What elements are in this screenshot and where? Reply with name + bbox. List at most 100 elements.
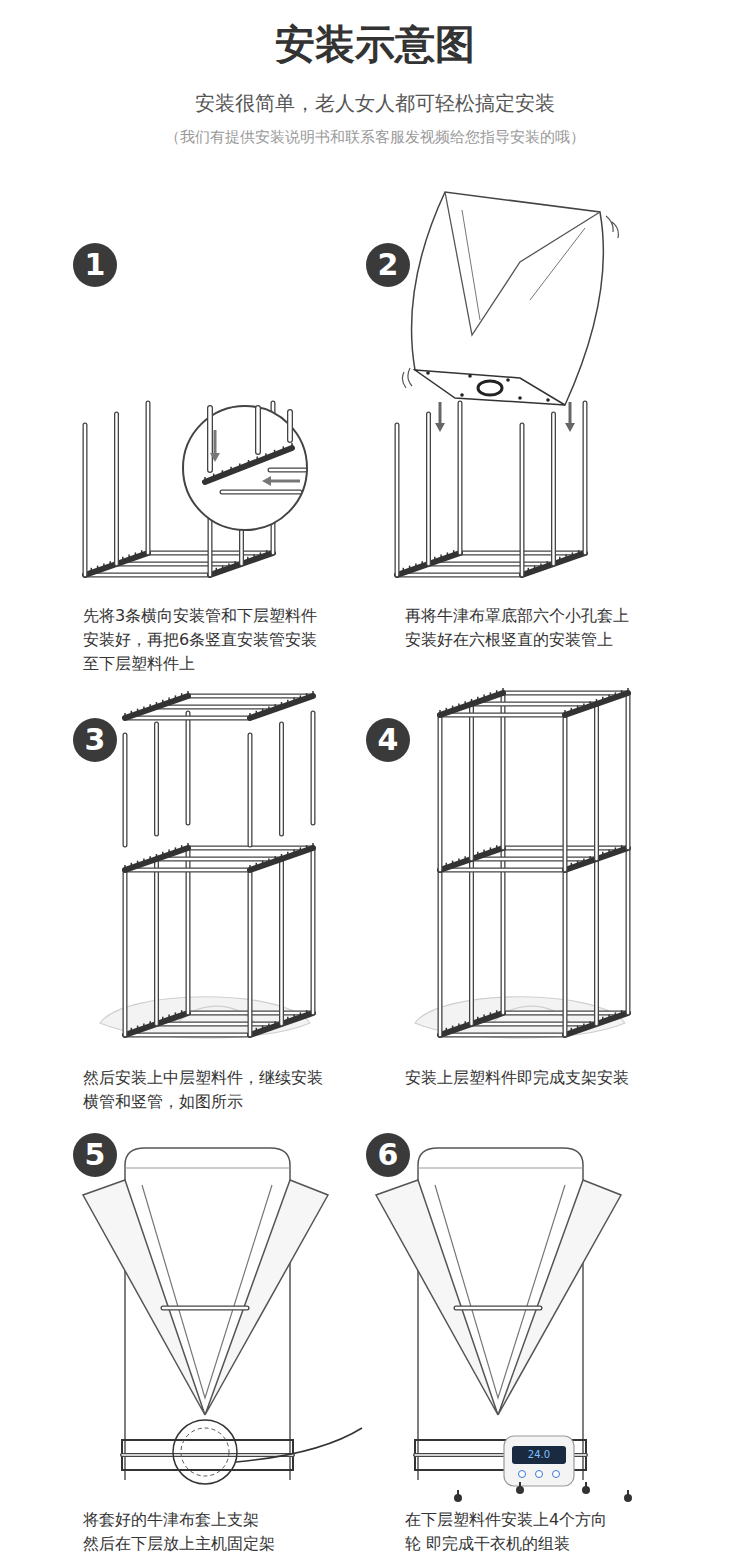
tube-fill <box>187 848 189 1013</box>
base-cloth <box>415 997 625 1038</box>
rail-tooth <box>589 1021 591 1025</box>
tube-fill <box>147 403 149 553</box>
step-badge: 4 <box>366 718 410 762</box>
step-badge: 3 <box>73 718 117 762</box>
rail-tooth <box>268 1023 270 1027</box>
rail-tooth <box>230 467 232 471</box>
rail-tooth <box>490 847 492 851</box>
tube-outline <box>438 870 443 1035</box>
step-number: 6 <box>366 1133 410 1177</box>
tube-fill <box>157 1023 282 1025</box>
step-3-figure <box>100 691 313 1038</box>
tube-outline <box>207 408 213 470</box>
rail-tooth <box>187 843 189 847</box>
cover-seam <box>418 1168 583 1169</box>
tube-outline <box>122 1453 293 1457</box>
rail-tooth <box>222 566 224 570</box>
rail-tooth <box>464 1021 466 1025</box>
arrow-head <box>565 423 575 432</box>
tube-outline <box>563 870 568 1035</box>
rail-tooth <box>571 708 573 712</box>
step-number: 5 <box>73 1133 117 1177</box>
rail-tooth <box>222 470 224 474</box>
tube-fill <box>117 563 242 565</box>
arrow-shaft <box>569 402 572 423</box>
pole-hole <box>460 393 464 397</box>
badge-fill <box>73 718 117 762</box>
rail-tooth <box>266 550 268 554</box>
tube-fill <box>439 715 441 870</box>
rail-tooth <box>162 1017 164 1021</box>
rail-tooth <box>458 858 460 862</box>
rail-tooth <box>187 691 189 695</box>
rail-tooth <box>496 1010 498 1014</box>
plastic-rail <box>250 696 313 718</box>
rail-tooth <box>262 861 264 865</box>
rail-tooth <box>274 450 276 454</box>
step-caption: 再将牛津布罩底部六个小孔套上 安装好在六根竖直的安装管上 <box>405 604 640 652</box>
tube-fill <box>85 574 210 576</box>
tube-fill <box>397 574 522 576</box>
arrow-head <box>262 476 271 486</box>
rail-tooth <box>262 709 264 713</box>
rail-tooth <box>583 703 585 707</box>
rail-tooth <box>274 704 276 708</box>
rail-tooth <box>253 555 255 559</box>
cover-bottom <box>415 370 565 405</box>
tube-fill <box>440 1034 565 1036</box>
rail-tooth <box>458 703 460 707</box>
rail-tooth <box>268 858 270 862</box>
rail-tooth <box>249 865 251 869</box>
tube-fill <box>552 414 554 564</box>
rail-tooth <box>274 1021 276 1025</box>
rail-tooth <box>434 557 436 561</box>
rail-tooth <box>477 697 479 701</box>
rail-tooth <box>204 477 206 481</box>
tube-outline <box>594 704 599 859</box>
subtitle: 安装很简单，老人女人都可轻松搞定安装 <box>0 88 750 118</box>
tube-outline <box>255 408 261 452</box>
tube-fill <box>396 425 398 575</box>
rail-tooth <box>274 856 276 860</box>
rail-tooth <box>458 1023 460 1027</box>
rail-tooth <box>103 563 105 567</box>
arrow-head <box>435 423 445 432</box>
tube-fill <box>155 724 157 834</box>
cover-opening <box>142 1185 272 1398</box>
tube-outline <box>114 414 119 564</box>
step-badge: 2 <box>366 243 410 287</box>
plastic-rail <box>250 848 313 870</box>
rail-tooth <box>483 695 485 699</box>
rail-tooth <box>181 1010 183 1014</box>
rail-tooth <box>477 1017 479 1021</box>
tube-outline <box>248 735 253 845</box>
rail-tooth <box>602 697 604 701</box>
pole-hole <box>468 374 472 378</box>
step-5-figure <box>83 1148 362 1484</box>
tube-fill <box>155 859 157 1024</box>
rail-tooth <box>256 863 258 867</box>
rail-tooth <box>528 568 530 572</box>
pole-hole <box>426 371 430 375</box>
rail-tooth <box>137 1026 139 1030</box>
zoom-circle <box>183 406 307 530</box>
dryer-button <box>536 1471 543 1478</box>
rail-tooth <box>293 850 295 854</box>
tube-outline <box>287 412 293 440</box>
step-badge: 6 <box>366 1133 410 1177</box>
rail-tooth <box>312 691 314 695</box>
rail-tooth <box>265 453 267 457</box>
oxford-cover <box>412 192 604 405</box>
base-frame <box>122 1440 293 1470</box>
step-caption: 安装上层塑料件即完成支架安装 <box>405 1066 665 1090</box>
step-1-figure <box>85 403 307 575</box>
rail-tooth <box>283 446 285 450</box>
rail-tooth <box>583 1023 585 1027</box>
rail-tooth <box>213 474 215 478</box>
tube-outline <box>583 403 588 553</box>
rail-tooth <box>256 457 258 461</box>
note: （我们有提供安装说明书和联系客服发视频给您指导安装的哦） <box>0 126 750 149</box>
arrow-head <box>210 453 220 462</box>
rail-tooth <box>131 863 133 867</box>
